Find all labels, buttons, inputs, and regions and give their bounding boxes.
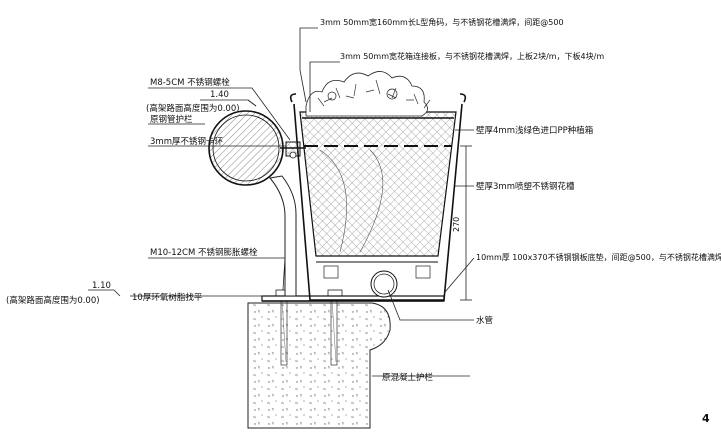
- stainless-steel-trough: [289, 93, 467, 301]
- label-elev-bottom-note: (高架路面高度围为0.00): [6, 295, 100, 306]
- label-existing-rail: 原钢管护栏: [150, 114, 193, 125]
- concrete-guardrail: [247, 302, 391, 429]
- water-pipe: [316, 261, 438, 298]
- leader-lines: [130, 27, 475, 377]
- label-top-angle: 3mm 50mm宽160mm长L型角码，与不锈钢花槽满焊，间距@500: [320, 17, 564, 27]
- label-elev-top-note: (高架路面高度围为0.00): [146, 103, 240, 114]
- page-number: 4: [702, 412, 710, 425]
- label-elev-bottom-value: 1.10: [92, 281, 111, 291]
- label-connector-plate: 3mm 50mm宽花箱连接板，与不锈钢花槽满焊，上板2块/m，下板4块/m: [340, 51, 604, 61]
- existing-steel-pipe-rail: [208, 110, 284, 186]
- clamp-ring: [280, 141, 306, 159]
- dimension-270: [460, 145, 472, 301]
- elevation-marker-top: [200, 99, 257, 107]
- label-pp-box: 壁厚4mm浅绿色进口PP种植箱: [476, 125, 594, 136]
- label-bolt-m10: M10-12CM 不锈钢膨胀螺栓: [150, 247, 258, 258]
- label-elev-top-value: 1.40: [210, 90, 229, 100]
- label-epoxy: 10厚环氧树脂找平: [132, 292, 203, 303]
- label-clamp: 3mm厚不锈钢卡环: [150, 136, 223, 147]
- plants: [305, 71, 431, 117]
- pp-planting-box: [299, 111, 457, 257]
- label-dim-270: 270: [452, 217, 461, 232]
- label-bolt-m8: M8-5CM 不锈钢螺栓: [150, 77, 230, 88]
- rail-support-post: [269, 175, 297, 297]
- label-water-pipe: 水管: [476, 315, 493, 326]
- label-base-plate: 10mm厚 100x370不锈钢钢板底垫，间距@500，与不锈钢花槽满焊: [476, 252, 721, 262]
- label-concrete-rail: 原混凝土护栏: [382, 372, 434, 383]
- label-ss-trough: 壁厚3mm喷塑不锈钢花槽: [476, 181, 575, 192]
- elevation-marker-bottom: [88, 289, 121, 297]
